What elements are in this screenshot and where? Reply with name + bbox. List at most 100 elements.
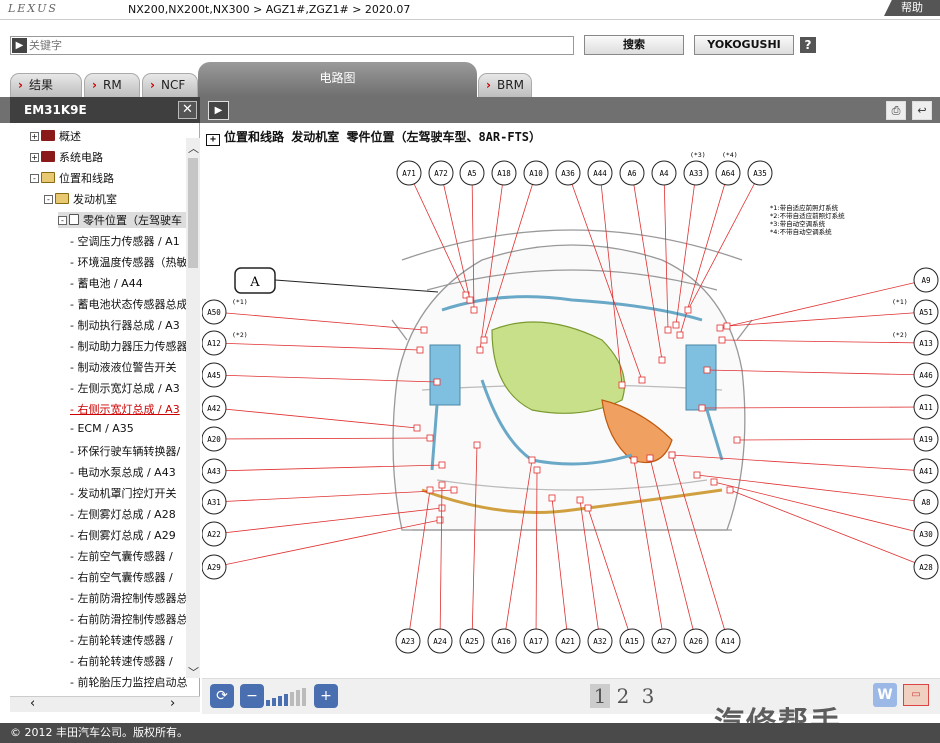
expand-box-icon[interactable]: +: [206, 134, 220, 146]
connector-callout[interactable]: [428, 160, 454, 186]
page-1-button[interactable]: 1: [590, 684, 610, 708]
connector-callout[interactable]: [396, 160, 422, 186]
tree-leaf-item[interactable]: - 制动执行器总成 / A3: [70, 317, 180, 333]
tree-leaf-item[interactable]: - 左侧雾灯总成 / A28: [70, 506, 176, 522]
zoom-in-icon[interactable]: +: [314, 684, 338, 708]
connector-callout[interactable]: [651, 628, 677, 654]
connector-callout[interactable]: [747, 160, 773, 186]
ppt-export-icon[interactable]: ▭: [903, 684, 929, 706]
page-3-button[interactable]: 3: [641, 684, 655, 708]
tree-leaf-item[interactable]: - 右前防滑控制传感器总: [70, 611, 187, 627]
connector-callout[interactable]: [619, 628, 645, 654]
tree-leaf-item[interactable]: - 电动水泵总成 / A43: [70, 464, 176, 480]
horizontal-scrollbar[interactable]: ‹ ›: [10, 696, 200, 712]
tree-leaf-item[interactable]: - 环境温度传感器（热敏: [70, 254, 187, 270]
connector-callout[interactable]: [913, 267, 939, 293]
help-button[interactable]: 帮助: [884, 0, 940, 16]
connector-callout[interactable]: [715, 628, 741, 654]
tree-leaf-item[interactable]: - 蓄电池状态传感器总成: [70, 296, 187, 312]
collapse-icon[interactable]: -: [44, 195, 53, 204]
connector-callout[interactable]: [523, 628, 549, 654]
connector-callout[interactable]: [202, 395, 227, 421]
expand-icon[interactable]: ▶: [208, 101, 229, 120]
collapse-icon[interactable]: -: [58, 216, 67, 225]
refresh-icon[interactable]: ⟳: [210, 684, 234, 708]
connector-callout[interactable]: [913, 330, 939, 356]
connector-callout[interactable]: [523, 160, 549, 186]
connector-callout[interactable]: [202, 489, 227, 515]
tree-item-part-location[interactable]: -零件位置（左驾驶车: [58, 212, 199, 228]
tree-item-overview[interactable]: +概述: [30, 128, 81, 144]
tree-leaf-item[interactable]: - 右前轮转速传感器 /: [70, 653, 173, 669]
connector-callout[interactable]: [202, 458, 227, 484]
connector-callout[interactable]: [202, 521, 227, 547]
tree-leaf-item[interactable]: - 左前空气囊传感器 /: [70, 548, 173, 564]
tree-leaf-item[interactable]: - 蓄电池 / A44: [70, 275, 143, 291]
word-export-icon[interactable]: W: [873, 683, 897, 707]
connector-callout[interactable]: [651, 160, 677, 186]
tree-scrollbar[interactable]: [186, 138, 200, 678]
connector-callout[interactable]: [913, 521, 939, 547]
tree-item-location-routing[interactable]: -位置和线路: [30, 170, 114, 186]
connector-callout[interactable]: [202, 330, 227, 356]
connector-callout[interactable]: [913, 489, 939, 515]
tree-leaf-item[interactable]: - 左前轮转速传感器 /: [70, 632, 173, 648]
tree-leaf-item[interactable]: - 发动机罩门控灯开关: [70, 485, 176, 501]
tab-ncf[interactable]: ›NCF: [142, 73, 198, 97]
connector-callout[interactable]: [587, 628, 613, 654]
tree-leaf-item[interactable]: - 前轮胎压力监控启动总: [70, 674, 187, 690]
chevron-down-icon[interactable]: ﹀: [188, 666, 199, 679]
close-icon[interactable]: ✕: [178, 101, 197, 119]
tree-leaf-item[interactable]: - 右侧雾灯总成 / A29: [70, 527, 176, 543]
tree-leaf-item[interactable]: - 空调压力传感器 / A1: [70, 233, 180, 249]
page-2-button[interactable]: 2: [616, 684, 630, 708]
chevron-up-icon[interactable]: ︿: [188, 142, 199, 155]
expand-icon[interactable]: +: [30, 153, 39, 162]
scrollbar-thumb[interactable]: [188, 158, 198, 268]
connector-callout[interactable]: [202, 362, 227, 388]
search-field[interactable]: ▶: [10, 36, 574, 55]
print-icon[interactable]: ⎙: [886, 101, 906, 120]
connector-callout[interactable]: [555, 160, 581, 186]
yokogushi-button[interactable]: YOKOGUSHI: [694, 35, 794, 55]
connector-callout[interactable]: [555, 628, 581, 654]
connector-callout[interactable]: [459, 160, 485, 186]
connector-callout[interactable]: [913, 299, 939, 325]
tree-leaf-item[interactable]: - 右前空气囊传感器 /: [70, 569, 173, 585]
chevron-right-icon[interactable]: ›: [170, 696, 176, 711]
connector-callout[interactable]: [715, 160, 741, 186]
connector-callout[interactable]: [427, 628, 453, 654]
tab-brm[interactable]: ›BRM: [478, 73, 532, 97]
connector-callout[interactable]: [202, 299, 227, 325]
tree-item-system-circuits[interactable]: +系统电路: [30, 149, 103, 165]
return-icon[interactable]: ↩: [912, 101, 932, 120]
chevron-left-icon[interactable]: ‹: [30, 696, 36, 711]
tree-leaf-item[interactable]: - 制动助力器压力传感器: [70, 338, 187, 354]
zoom-out-icon[interactable]: −: [240, 684, 264, 708]
connector-callout[interactable]: [913, 426, 939, 452]
tree-leaf-item[interactable]: - 左侧示宽灯总成 / A3: [70, 380, 180, 396]
zoom-level-indicator[interactable]: [266, 688, 312, 706]
connector-callout[interactable]: [491, 628, 517, 654]
tree-item-engine-room[interactable]: -发动机室: [44, 191, 117, 207]
connector-callout[interactable]: [491, 160, 517, 186]
tab-results[interactable]: ›结果: [10, 73, 82, 97]
connector-callout[interactable]: [913, 554, 939, 580]
connector-callout[interactable]: [619, 160, 645, 186]
connector-callout[interactable]: [459, 628, 485, 654]
connector-callout[interactable]: [683, 160, 709, 186]
connector-callout[interactable]: [202, 554, 227, 580]
search-button[interactable]: 搜索: [584, 35, 684, 55]
tree-leaf-item[interactable]: - 制动液液位警告开关: [70, 359, 176, 375]
tree-leaf-item[interactable]: - ECM / A35: [70, 422, 134, 435]
collapse-icon[interactable]: -: [30, 174, 39, 183]
tree-leaf-item[interactable]: - 左前防滑控制传感器总: [70, 590, 187, 606]
search-input[interactable]: [29, 38, 569, 53]
tree-leaf-item[interactable]: - 右侧示宽灯总成 / A3: [70, 401, 180, 417]
tree-leaf-item[interactable]: - 环保行驶车辆转换器/: [70, 443, 180, 459]
help-question-icon[interactable]: ?: [800, 37, 816, 53]
expand-icon[interactable]: +: [30, 132, 39, 141]
tab-wiring-diagram[interactable]: 电路图: [198, 62, 477, 98]
connector-callout[interactable]: [913, 362, 939, 388]
connector-callout[interactable]: [683, 628, 709, 654]
